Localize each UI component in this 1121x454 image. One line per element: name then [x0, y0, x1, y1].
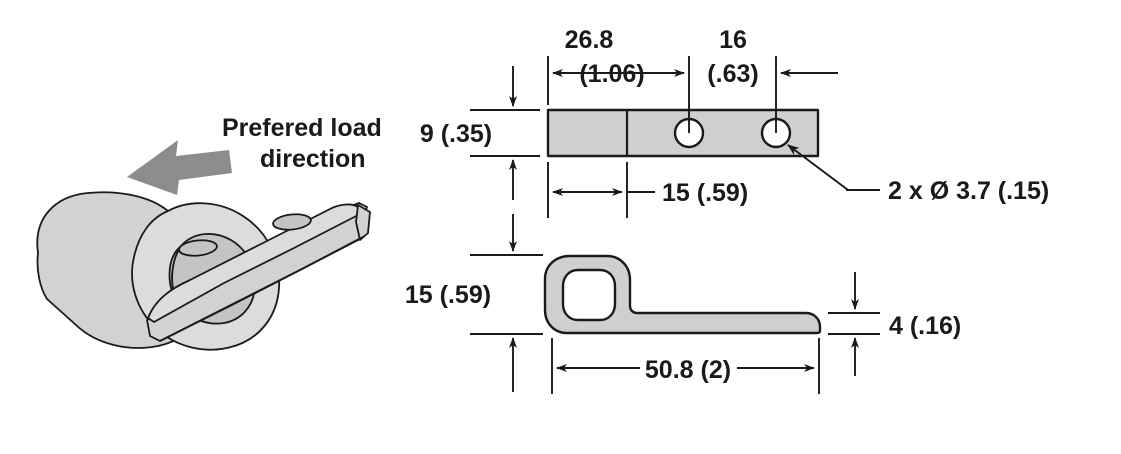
load-direction-label-line2: direction	[260, 145, 366, 173]
iso-arm-end-cap	[355, 204, 371, 241]
top-view-step-dimension	[547, 162, 655, 218]
dim-label-50-8-length: 50.8 (2)	[645, 356, 731, 384]
side-view-height-dimension	[470, 214, 543, 392]
dim-label-16-mm: 16	[719, 26, 747, 54]
dim-label-16-inch: (.63)	[707, 60, 758, 88]
leader-line-diagonal	[787, 144, 849, 191]
dim-label-9-thickness: 9 (.35)	[420, 120, 492, 148]
top-view	[546, 108, 820, 158]
top-view-thickness-dimension	[470, 66, 540, 200]
load-arrow-shape	[127, 140, 232, 195]
side-view-thickness-dimension	[828, 272, 880, 376]
isometric-part-view	[36, 191, 371, 351]
load-direction-label-line1: Prefered load	[222, 114, 382, 142]
side-view-length-dimension	[551, 338, 820, 394]
dim-label-26-8-inch: (1.06)	[579, 60, 644, 88]
dim-label-26-8-mm: 26.8	[565, 26, 614, 54]
hole-callout-label: 2 x Ø 3.7 (.15)	[888, 177, 1049, 205]
dim-label-15-height: 15 (.59)	[405, 281, 491, 309]
top-view-upper-dimensions	[547, 56, 838, 133]
iso-arm-lower-edge	[159, 236, 364, 342]
side-view-profile	[543, 254, 822, 335]
iso-arm-hole-1	[178, 239, 218, 257]
iso-arm-hole-2	[272, 213, 312, 231]
hole-callout-leader	[787, 144, 880, 191]
preferred-load-direction-arrow	[127, 140, 232, 195]
side-view	[543, 254, 822, 335]
dim-label-15-step: 15 (.59)	[662, 179, 748, 207]
dim-label-4-thickness: 4 (.16)	[889, 312, 961, 340]
side-view-loop-hole	[561, 268, 617, 322]
